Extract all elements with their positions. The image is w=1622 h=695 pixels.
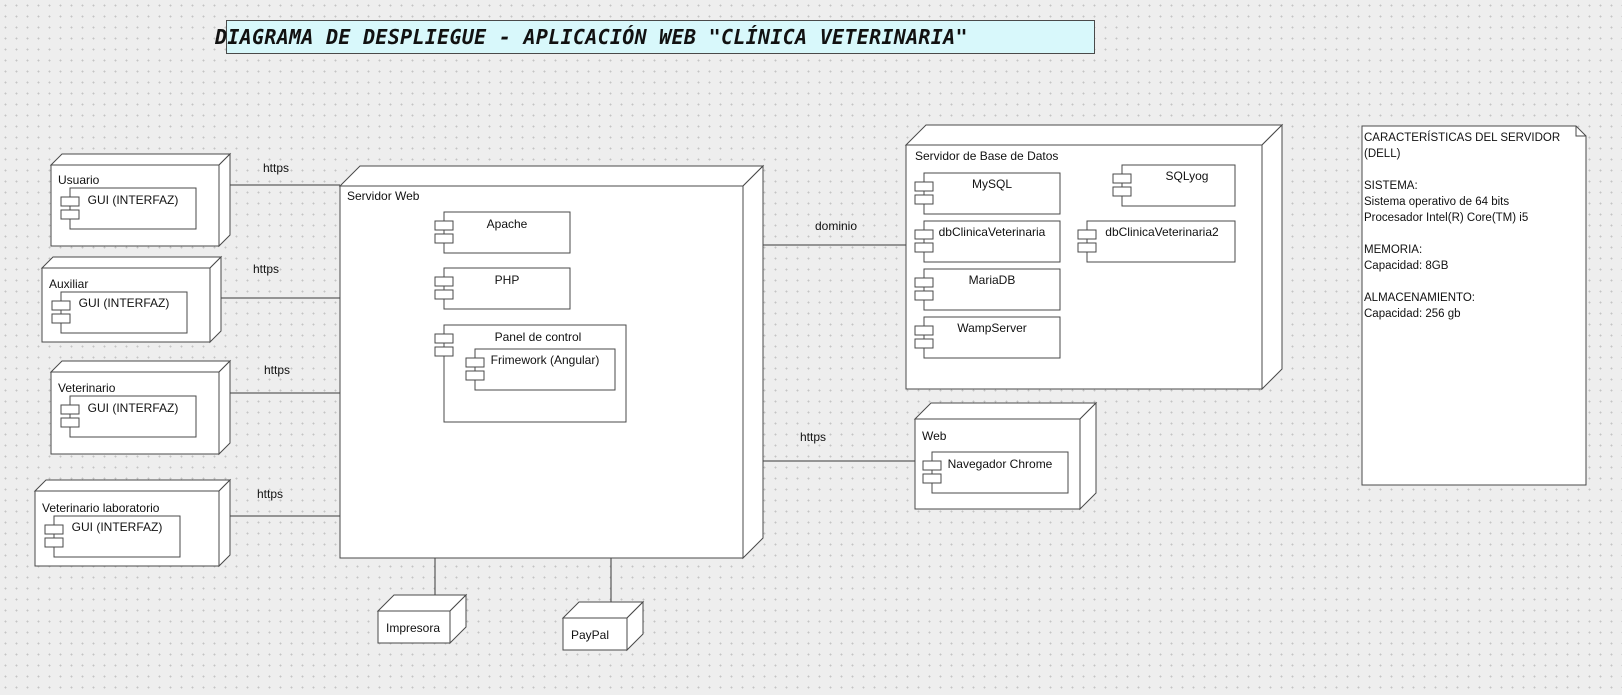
note-line: [1364, 274, 1588, 290]
node-label-web: Web: [922, 429, 947, 443]
note-fold: [1575, 126, 1586, 137]
component-label-wampserver: WampServer: [957, 321, 1027, 335]
component-label-panel-control: Panel de control: [494, 330, 582, 344]
component-label-php: PHP: [494, 273, 520, 287]
link-label-veterinario: https: [264, 363, 291, 377]
link-label-dominio: dominio: [815, 219, 858, 233]
node-label-servidor-bd: Servidor de Base de Datos: [915, 149, 1059, 163]
note-line: Sistema operativo de 64 bits: [1364, 196, 1510, 208]
component-mysql: [914, 172, 1061, 215]
note-line: SISTEMA:: [1364, 180, 1418, 192]
component-angular: [465, 348, 616, 391]
component-gui-veterinario: [60, 395, 197, 438]
node-label-impresora: Impresora: [386, 621, 441, 635]
component-navegador-chrome: [922, 451, 1069, 494]
link-label-laboratorio: https: [257, 487, 284, 501]
component-dbclinicaveterinaria: [914, 220, 1061, 263]
component-label-mysql: MySQL: [971, 177, 1012, 191]
note-line: Capacidad: 8GB: [1364, 260, 1449, 272]
component-gui-usuario: [60, 187, 197, 230]
component-label-sqlyog: SQLyog: [1165, 169, 1209, 183]
page-title: DIAGRAMA DE DESPLIEGUE - APLICACIÓN WEB …: [215, 25, 968, 49]
link-label-auxiliar: https: [253, 262, 280, 276]
title-box: [226, 20, 1095, 54]
component-dbclinicaveterinaria2: [1077, 220, 1236, 263]
component-mariadb: [914, 268, 1061, 311]
component-gui-auxiliar: [51, 291, 188, 334]
note-line: Procesador Intel(R) Core(TM) i5: [1364, 212, 1529, 224]
component-label-dbclinicaveterinaria: dbClinicaVeterinaria: [938, 225, 1046, 239]
component-label-angular: Frimework (Angular): [490, 353, 600, 367]
note-line: MEMORIA:: [1364, 244, 1423, 256]
component-label-apache: Apache: [486, 217, 528, 231]
component-apache: [434, 211, 571, 254]
node-label-veterinario: Veterinario: [58, 381, 116, 395]
note-line: ALMACENAMIENTO:: [1364, 292, 1475, 304]
component-sqlyog: [1112, 164, 1236, 207]
note-line: [1364, 226, 1588, 242]
note-line: Capacidad: 256 gb: [1364, 308, 1461, 320]
node-paypal: [561, 600, 645, 652]
node-impresora: [376, 593, 468, 645]
link-label-usuario: https: [263, 161, 290, 175]
link-label-web: https: [800, 430, 827, 444]
node-label-veterinario-laboratorio: Veterinario laboratorio: [42, 501, 160, 515]
note-line: CARACTERÍSTICAS DEL SERVIDOR: [1364, 132, 1561, 144]
component-wampserver: [914, 316, 1061, 359]
component-label-gui-veterinario: GUI (INTERFAZ): [87, 401, 179, 415]
server-specs-note-text: CARACTERÍSTICAS DEL SERVIDOR (DELL) SIST…: [1364, 130, 1588, 322]
component-php: [434, 267, 571, 310]
node-label-paypal: PayPal: [571, 628, 610, 642]
component-label-gui-usuario: GUI (INTERFAZ): [87, 193, 179, 207]
component-label-gui-auxiliar: GUI (INTERFAZ): [78, 296, 170, 310]
note-line: [1364, 162, 1588, 178]
node-label-servidor-web: Servidor Web: [347, 189, 420, 203]
component-label-navegador-chrome: Navegador Chrome: [947, 457, 1053, 471]
component-label-gui-laboratorio: GUI (INTERFAZ): [71, 520, 163, 534]
component-gui-laboratorio: [44, 515, 181, 558]
component-label-mariadb: MariaDB: [968, 273, 1016, 287]
node-label-usuario: Usuario: [58, 173, 100, 187]
note-line: (DELL): [1364, 148, 1401, 160]
server-specs-note: [1361, 125, 1587, 486]
node-label-auxiliar: Auxiliar: [49, 277, 89, 291]
component-label-dbclinicaveterinaria2: dbClinicaVeterinaria2: [1105, 225, 1219, 239]
